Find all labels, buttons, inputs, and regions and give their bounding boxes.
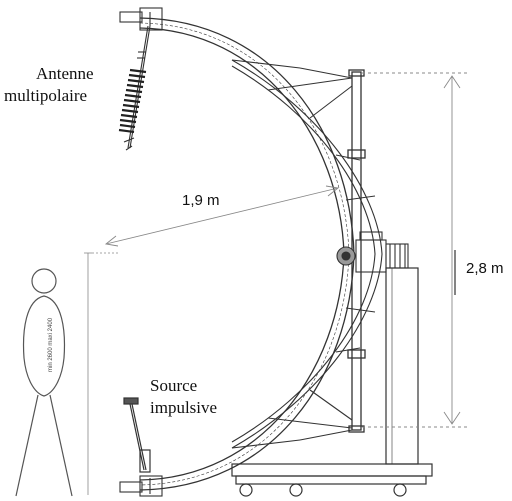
cart-platform <box>231 463 433 477</box>
human-silhouette <box>15 268 73 497</box>
human-body <box>22 295 66 397</box>
antenna-label-line2: multipolaire <box>4 86 88 105</box>
truss-back-arc <box>231 59 383 449</box>
human-left-leg <box>15 394 39 497</box>
antenna-coil <box>118 68 147 134</box>
truss-back-arc-inner <box>231 65 376 443</box>
human-right-leg <box>49 394 73 497</box>
cart-wheel-left <box>239 483 253 497</box>
radius-label: 1,9 m <box>182 192 220 209</box>
radius-dimension <box>104 185 340 247</box>
drawing-annotation: min 2600 maxi 2400 <box>48 317 54 372</box>
mast-clamp-lower <box>347 349 366 359</box>
top-bracket <box>119 7 163 31</box>
cart-wheel-mid <box>289 483 303 497</box>
cart-wheel-right <box>393 483 407 497</box>
support-column <box>385 267 419 465</box>
bottom-bracket <box>119 475 163 497</box>
source-label-line2: impulsive <box>150 398 218 417</box>
source-label-line1: Source <box>150 376 198 395</box>
base-cart <box>231 267 433 497</box>
mast-top-cap <box>348 69 365 77</box>
mast-clamp-upper <box>347 149 366 159</box>
multipolar-antenna <box>118 25 151 151</box>
impulsive-source <box>123 397 151 473</box>
frame-outer-arc <box>139 17 355 491</box>
curved-frame <box>139 17 355 491</box>
human-head <box>31 268 57 294</box>
height-dimension <box>362 72 470 428</box>
antenna-label-line1: Antenne <box>36 64 94 83</box>
height-label: 2,8 m <box>466 260 504 277</box>
human-height-scale <box>84 252 120 495</box>
mast-bottom-cap <box>348 425 365 433</box>
cart-deck <box>235 475 427 485</box>
truss-structure <box>231 59 383 449</box>
